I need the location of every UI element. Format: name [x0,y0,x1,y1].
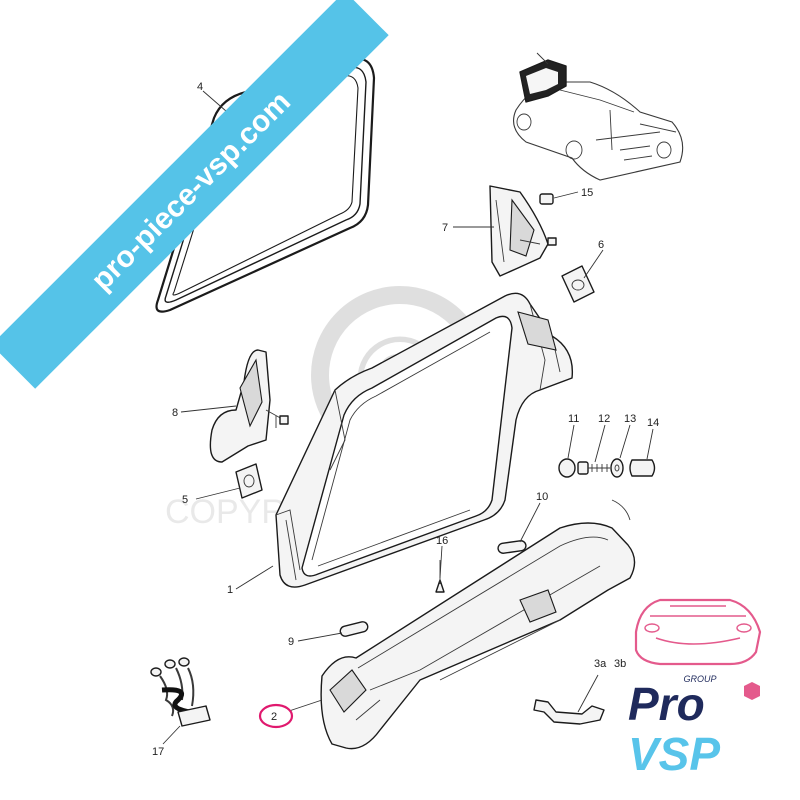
part-11-cap [558,458,576,478]
part-15-clip [539,193,554,205]
part-13-washer [610,458,624,478]
callout-3b: 3b [614,658,626,670]
part-2-lower-door-panel [320,499,636,750]
part-5-mirror-pad [235,463,263,499]
callout-17: 17 [152,746,164,758]
callout-11: 11 [568,413,579,425]
callout-2-highlight: 2 [258,703,294,729]
part-8-mirror [209,349,289,463]
leader-lines [162,52,654,745]
callout-5: 5 [182,494,188,506]
callout-9: 9 [288,636,294,648]
part-3-bracket [533,699,605,725]
callout-7: 7 [442,222,448,234]
callout-16: 16 [436,535,448,547]
part-10-plug [497,540,527,554]
callout-10: 10 [536,491,548,503]
logo-vsp-text: VSP [628,728,720,780]
part-17-wiring-harness [150,657,211,727]
callout-labels: 4 15 7 6 8 5 11 12 13 14 10 16 9 1 3a 3b… [152,81,659,758]
callout-14: 14 [647,417,659,429]
logo-group-text: GROUP [683,674,716,684]
callout-2: 2 [271,711,277,723]
callout-1: 1 [227,584,233,596]
callout-12: 12 [598,413,610,425]
callout-15: 15 [581,187,593,199]
part-6-grommet-pad [561,265,595,303]
callout-3a: 3a [594,658,607,670]
callout-13: 13 [624,413,636,425]
banner-text: pro-piece-vsp.com [85,85,297,297]
car-thumbnail [513,59,684,181]
part-9-plug [339,621,369,637]
callout-6: 6 [598,239,604,251]
logo-pro-text: Pro [628,678,705,730]
part-12-screw [577,461,610,475]
provsp-logo: GROUP Pro VSP [628,598,762,780]
logo-car-outline [634,598,762,666]
part-14-spacer [629,459,656,477]
part-1-door-frame [275,292,574,588]
callout-8: 8 [172,407,178,419]
part-7-upper-bracket [489,185,557,277]
callout-4: 4 [197,81,203,93]
